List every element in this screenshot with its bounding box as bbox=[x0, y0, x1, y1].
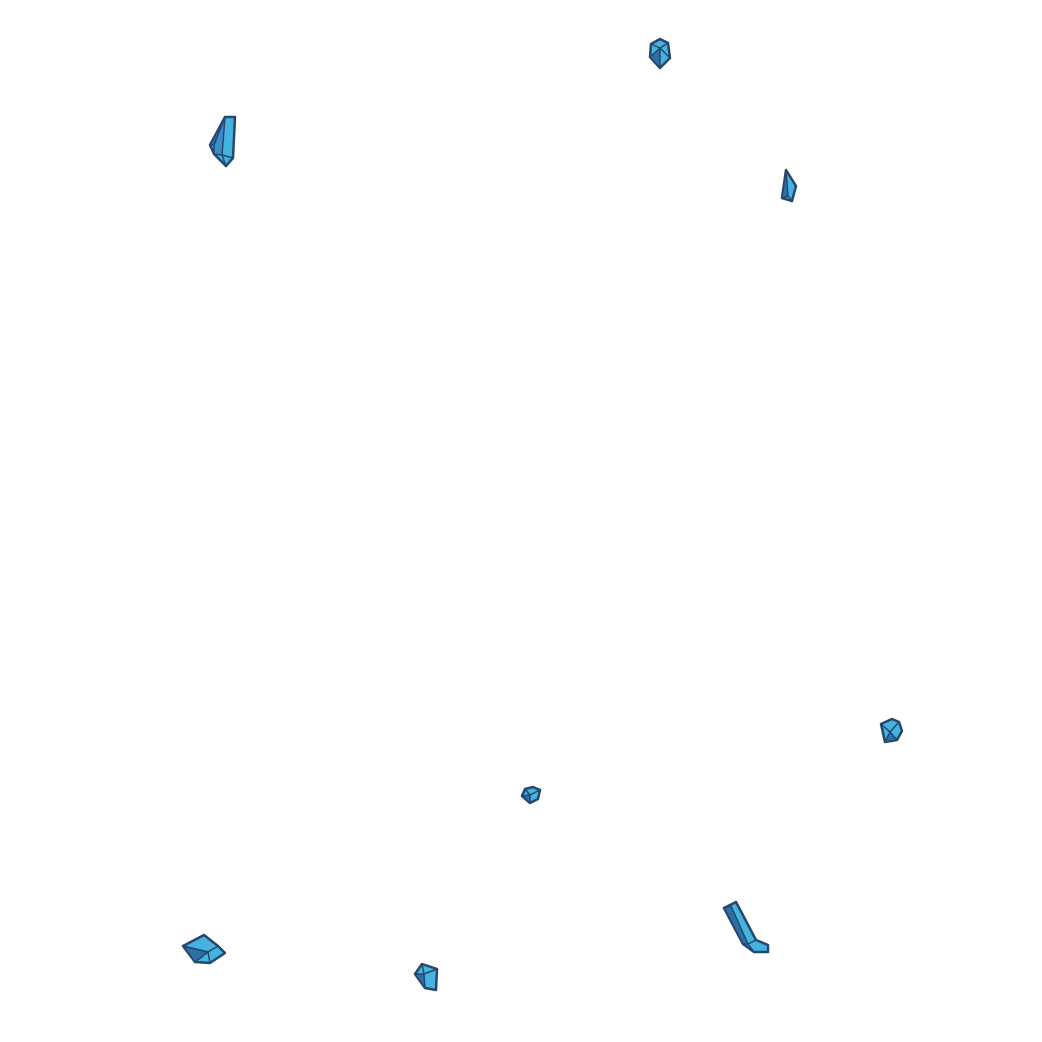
crystal-2[interactable] bbox=[208, 115, 237, 168]
crystal-4[interactable] bbox=[879, 717, 904, 744]
crystal-1[interactable] bbox=[648, 37, 672, 70]
crystal-3[interactable] bbox=[780, 168, 798, 203]
crystal-7[interactable] bbox=[181, 933, 227, 965]
crystal-5[interactable] bbox=[520, 785, 542, 805]
crystal-6[interactable] bbox=[722, 900, 770, 954]
crystal-8[interactable] bbox=[413, 962, 439, 992]
